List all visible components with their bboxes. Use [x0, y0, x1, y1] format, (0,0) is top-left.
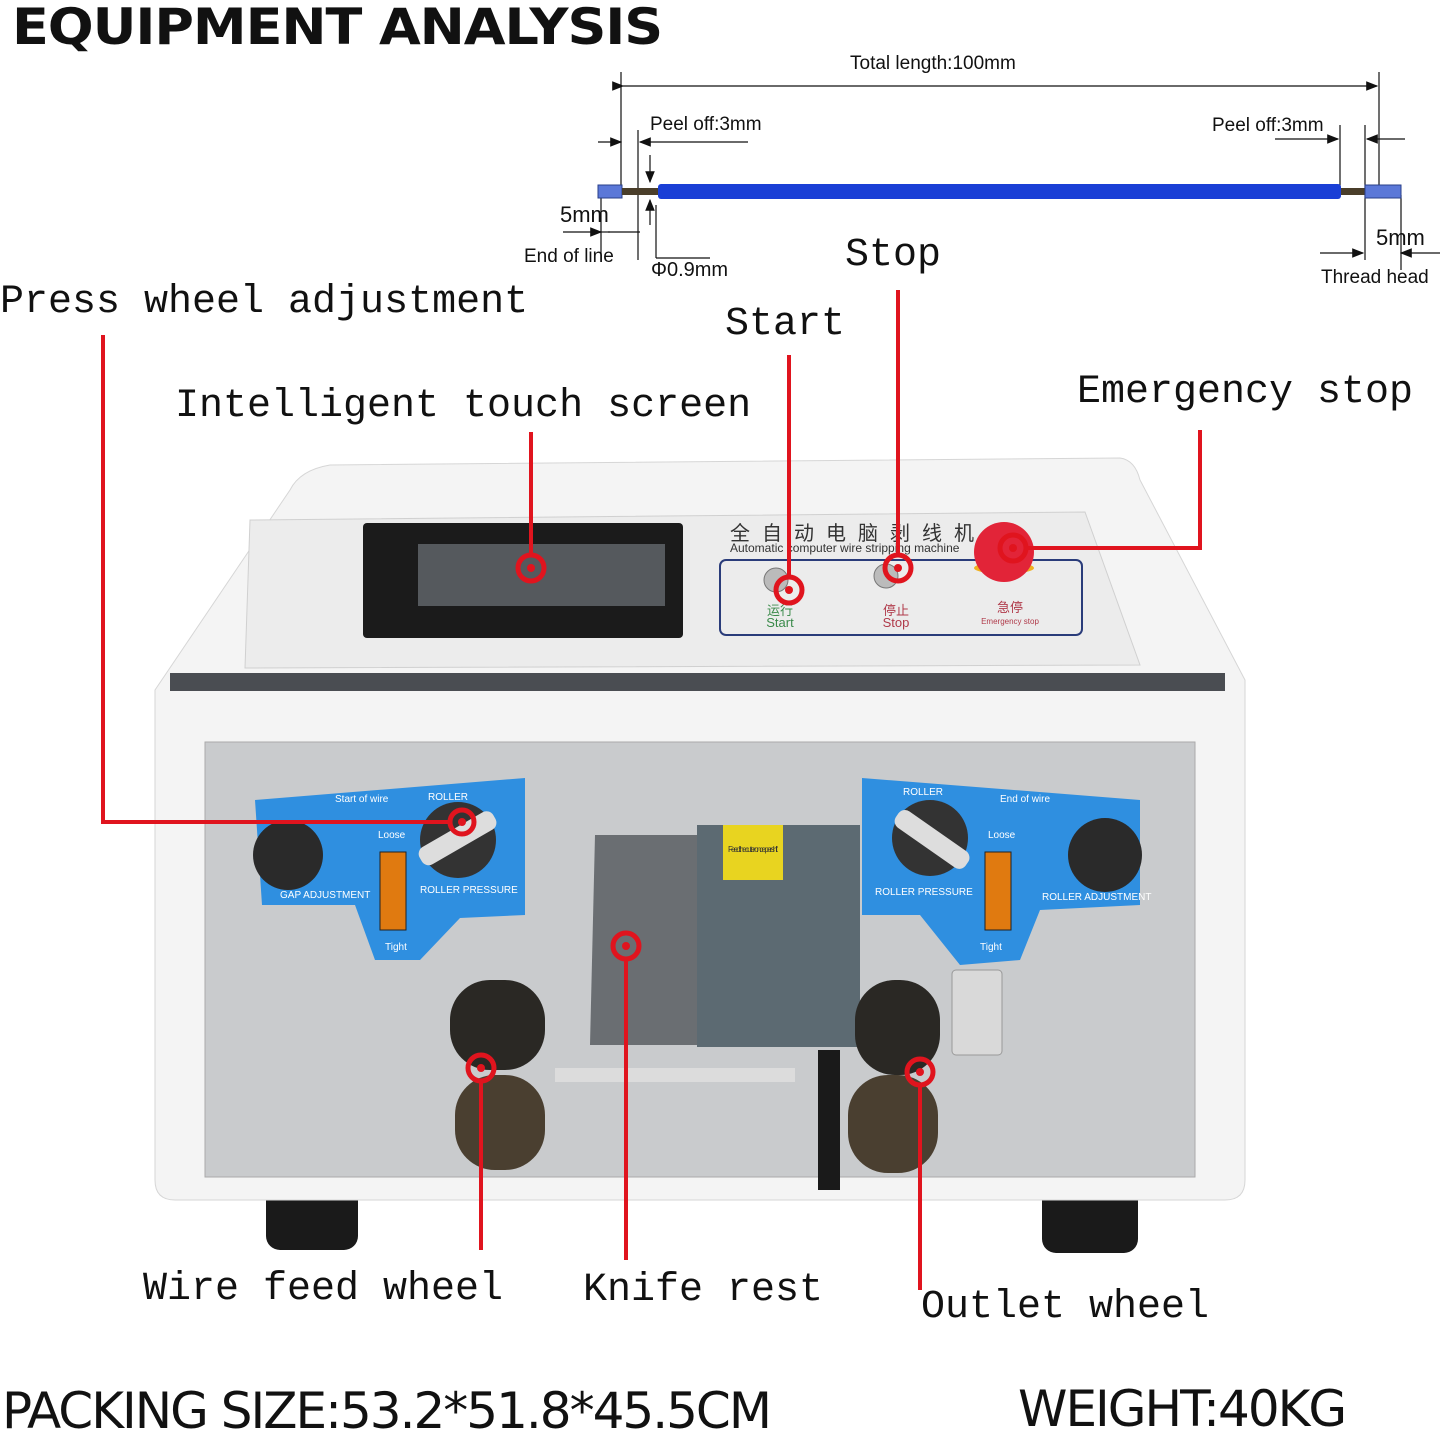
left-plate-tight: Tight	[385, 942, 407, 953]
knife-rest-housing	[590, 835, 700, 1045]
target-icon	[465, 1052, 497, 1084]
touch-screen-callout: Intelligent touch screen	[175, 384, 752, 429]
emergency-stop-leader	[1026, 430, 1202, 550]
outlet-wheels	[848, 980, 940, 1173]
outlet-wheel-callout: Outlet wheel	[921, 1285, 1210, 1330]
right-plate-adjust: ROLLER ADJUSTMENT	[1042, 892, 1151, 903]
packing-size: PACKING SIZE:53.2*51.8*45.5CM	[2, 1382, 772, 1440]
thread-head-label: Thread head	[1321, 267, 1429, 288]
estop-en-label: Emergency stop	[981, 617, 1039, 626]
end-of-line-label: End of line	[524, 246, 614, 267]
gap-adjustment-knob[interactable]	[253, 820, 323, 890]
outlet-guide	[818, 1050, 840, 1190]
target-icon	[904, 1056, 936, 1088]
press-wheel-callout: Press wheel adjustment	[0, 280, 529, 325]
knife-rest-callout: Knife rest	[583, 1268, 824, 1313]
peel-right-label: Peel off:3mm	[1212, 115, 1324, 136]
outlet-chute	[951, 969, 1003, 1056]
right-pressure-spring	[984, 851, 1012, 931]
start-callout: Start	[725, 302, 846, 347]
wire-dimension-diagram: Total length:100mm Peel off:3mm Peel off…	[524, 53, 1440, 288]
emergency-stop-callout: Emergency stop	[1077, 370, 1414, 415]
estop-cn-label: 急停	[997, 600, 1023, 615]
target-icon	[610, 930, 642, 962]
end-length-label: 5mm	[560, 202, 609, 227]
target-icon	[882, 552, 914, 584]
right-plate-tight: Tight	[980, 942, 1002, 953]
target-icon	[773, 574, 805, 606]
diameter-label: Φ0.9mm	[651, 259, 728, 281]
stripped-conductor-left	[622, 188, 658, 195]
right-pressure-lever[interactable]	[891, 807, 972, 872]
target-icon	[447, 807, 477, 837]
blade-label-text: Feed the cutter once per shift	[728, 845, 779, 854]
peel-left-label: Peel off:3mm	[650, 114, 762, 135]
left-plate-roller: ROLLER	[428, 792, 468, 803]
wire-insulation	[658, 184, 1341, 199]
target-icon	[997, 532, 1029, 564]
left-pressure-lever[interactable]	[416, 808, 500, 868]
machine-foot-left	[266, 1185, 358, 1250]
page-title: EQUIPMENT ANALYSIS	[12, 0, 663, 56]
target-icon	[515, 552, 547, 584]
stop-cn-label: 停止	[883, 603, 909, 618]
roller-adjustment-knob[interactable]	[1068, 818, 1142, 892]
left-plate-heading: Start of wire	[335, 794, 389, 805]
press-wheel-leader	[101, 335, 450, 824]
thread-head-sleeve	[1364, 184, 1402, 199]
left-pressure-spring	[379, 851, 407, 931]
total-length-label: Total length:100mm	[850, 53, 1016, 74]
right-plate-roller: ROLLER	[903, 787, 943, 798]
right-plate-pressure: ROLLER PRESSURE	[875, 887, 973, 898]
weight: WEIGHT:40KG	[1018, 1380, 1347, 1438]
head-length-label: 5mm	[1376, 225, 1425, 250]
blade-warning-label	[723, 825, 783, 880]
left-plate-adjust: GAP ADJUSTMENT	[280, 890, 370, 901]
stripped-conductor-right	[1341, 188, 1369, 195]
button-panel-frame	[719, 559, 1083, 636]
start-cn-label: 运行	[767, 603, 793, 618]
left-plate-pressure: ROLLER PRESSURE	[420, 885, 518, 896]
guide-rod	[555, 1068, 795, 1082]
start-en-label: Start	[766, 615, 794, 630]
right-plate-heading: End of wire	[1000, 794, 1050, 805]
stop-callout: Stop	[845, 233, 942, 278]
machine-foot-right	[1042, 1185, 1138, 1253]
stop-en-label: Stop	[883, 615, 910, 630]
ruler-strip	[170, 673, 1225, 691]
wire-feed-wheels	[450, 980, 545, 1170]
wire-feed-callout: Wire feed wheel	[143, 1267, 504, 1312]
left-plate-loose: Loose	[378, 830, 406, 841]
right-plate-loose: Loose	[988, 830, 1016, 841]
